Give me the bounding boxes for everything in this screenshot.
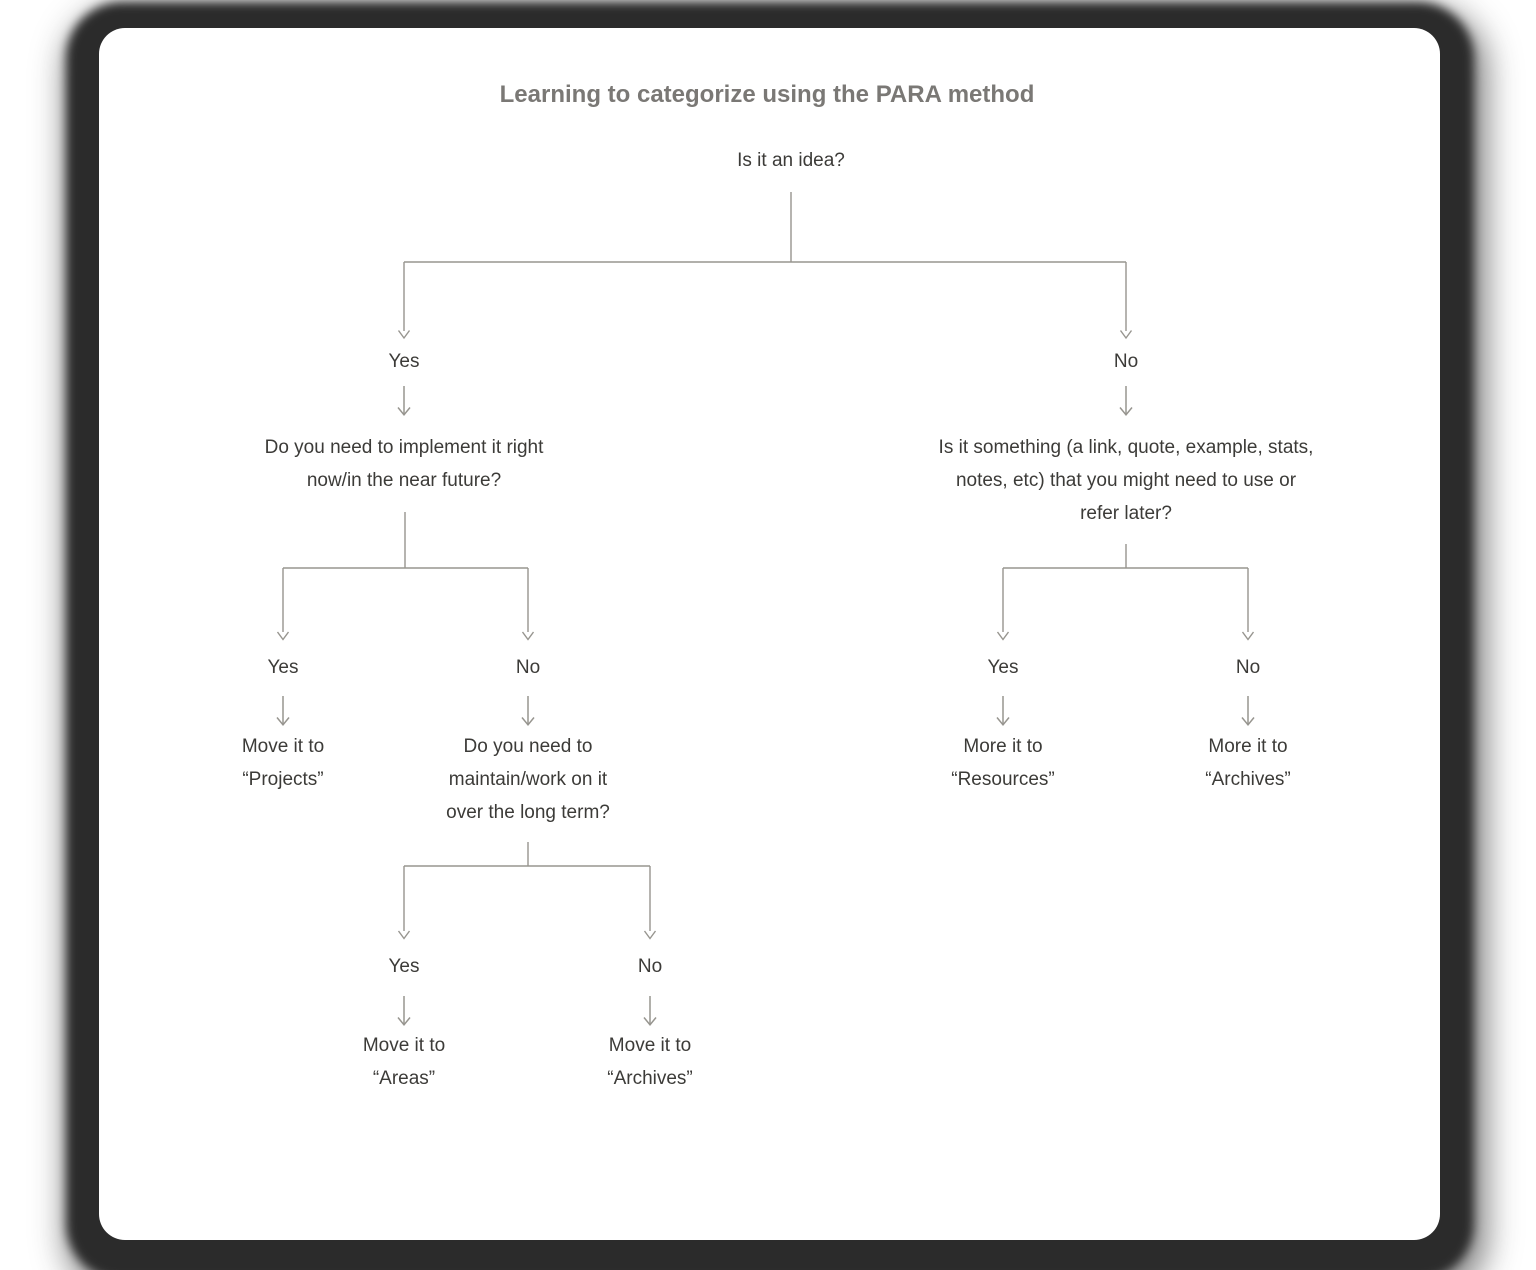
question-refer-later: Is it something (a link, quote, example,… bbox=[938, 437, 1314, 524]
refer-yes-label: Yes bbox=[987, 657, 1019, 678]
arrowhead-icon bbox=[521, 631, 535, 641]
arrowhead-icon bbox=[397, 330, 411, 340]
canvas-card bbox=[99, 28, 1440, 1240]
result-resources: More it to “Resources” bbox=[951, 736, 1055, 790]
diagram-title: Learning to categorize using the PARA me… bbox=[499, 81, 1035, 108]
down-arrow-icon bbox=[397, 386, 411, 416]
refer-no-label: No bbox=[1235, 657, 1261, 678]
result-archives-left: Move it to “Archives” bbox=[607, 1035, 693, 1089]
down-arrow-icon bbox=[397, 996, 411, 1026]
down-arrow-icon bbox=[1241, 696, 1255, 726]
arrowhead-icon bbox=[1241, 631, 1255, 641]
longterm-no-label: No bbox=[637, 956, 663, 977]
connector-longterm-split bbox=[403, 842, 651, 931]
down-arrow-icon bbox=[996, 696, 1010, 726]
arrowhead-icon bbox=[397, 930, 411, 940]
implement-yes-label: Yes bbox=[267, 657, 299, 678]
arrowhead-icon bbox=[276, 631, 290, 641]
down-arrow-icon bbox=[521, 696, 535, 726]
down-arrow-icon bbox=[643, 996, 657, 1026]
result-projects: Move it to “Projects” bbox=[241, 736, 325, 790]
arrowhead-icon bbox=[1119, 330, 1133, 340]
question-long-term: Do you need to maintain/work on it over … bbox=[446, 736, 610, 823]
arrowhead-icon bbox=[643, 930, 657, 940]
question-root: Is it an idea? bbox=[737, 150, 845, 171]
branch-yes-label: Yes bbox=[388, 351, 420, 372]
result-archives-right: More it to “Archives” bbox=[1205, 736, 1291, 790]
arrowhead-icon bbox=[996, 631, 1010, 641]
longterm-yes-label: Yes bbox=[388, 956, 420, 977]
connector-root-split bbox=[403, 192, 1127, 331]
down-arrow-icon bbox=[1119, 386, 1133, 416]
implement-no-label: No bbox=[515, 657, 541, 678]
result-areas: Move it to “Areas” bbox=[362, 1035, 446, 1089]
connector-left-split bbox=[282, 512, 529, 632]
connector-right-split bbox=[1002, 544, 1249, 632]
branch-no-label: No bbox=[1113, 351, 1139, 372]
question-implement-now: Do you need to implement it right now/in… bbox=[264, 437, 544, 491]
down-arrow-icon bbox=[276, 696, 290, 726]
